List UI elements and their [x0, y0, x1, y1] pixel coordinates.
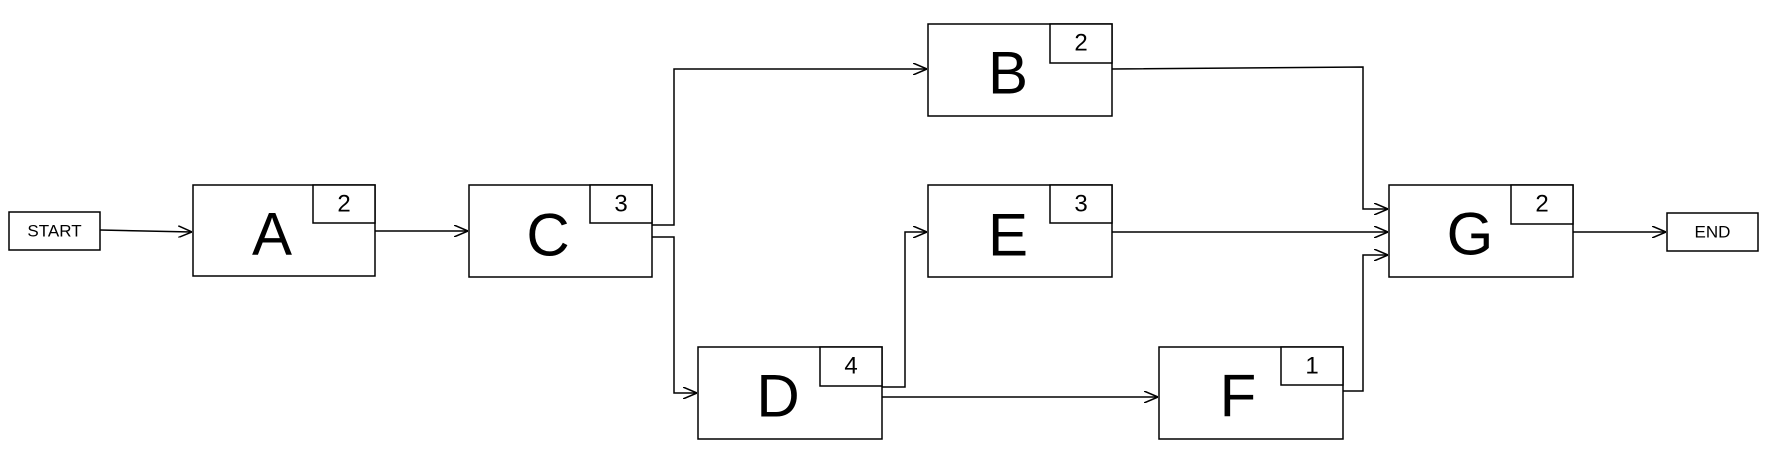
edge-d-e	[882, 232, 927, 388]
node-f: F 1	[1158, 346, 1344, 440]
node-c-label: C	[526, 202, 569, 269]
end-node: END	[1666, 212, 1759, 252]
node-c-duration: 3	[614, 191, 627, 218]
start-label: START	[27, 222, 81, 241]
node-a: A 2	[192, 184, 376, 277]
edge-f-g	[1343, 255, 1388, 392]
node-b: B 2	[927, 23, 1113, 117]
node-g-duration: 2	[1535, 191, 1548, 218]
node-d-label: D	[756, 363, 799, 430]
edge-c-b	[652, 69, 927, 226]
node-e: E 3	[927, 184, 1113, 278]
node-b-duration: 2	[1074, 30, 1087, 57]
start-node: START	[8, 211, 101, 251]
node-f-label: F	[1220, 363, 1257, 430]
node-b-label: B	[988, 40, 1028, 107]
node-d: D 4	[697, 346, 883, 440]
edge-b-g	[1111, 66, 1388, 209]
node-c: C 3	[468, 184, 653, 278]
node-e-label: E	[988, 202, 1028, 269]
end-label: END	[1695, 223, 1731, 242]
node-a-duration: 2	[337, 191, 350, 218]
edge-c-d	[652, 236, 697, 393]
node-f-duration: 1	[1305, 353, 1318, 380]
edges	[99, 66, 1666, 397]
node-g-label: G	[1447, 201, 1494, 268]
node-e-duration: 3	[1074, 191, 1087, 218]
node-d-duration: 4	[844, 353, 857, 380]
node-g: G 2	[1388, 184, 1574, 278]
node-a-label: A	[252, 201, 292, 268]
edge-start-a	[99, 230, 192, 232]
